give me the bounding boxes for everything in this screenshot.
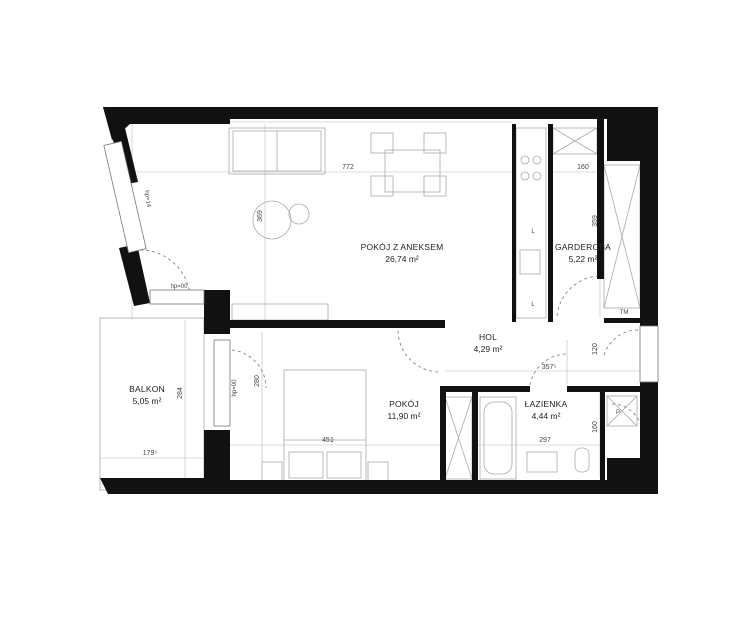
room-area-garderoba: 5,22 m²: [569, 254, 598, 264]
room-name-lazienka: ŁAZIENKA: [525, 399, 568, 409]
dim-lazienka-width: 297: [539, 437, 551, 444]
room-name-living: POKÓJ Z ANEKSEM: [361, 242, 444, 252]
room-area-living: 26,74 m²: [385, 254, 419, 264]
kitchen-label-1: L: [531, 229, 535, 235]
dim-garderoba-width: 160: [577, 164, 589, 171]
sill-labels: hp=14 hp=00 hp=00: [143, 190, 238, 396]
dim-garderoba-depth: 359: [592, 215, 599, 227]
room-area-pokoj: 11,90 m²: [388, 411, 421, 421]
walls[interactable]: [100, 107, 659, 494]
doors: [139, 249, 643, 433]
room-area-lazienka: 4,44 m²: [532, 411, 561, 421]
sill-living-lower: hp=00: [171, 284, 189, 290]
sill-pokoj-left: hp=00: [232, 379, 238, 397]
dim-pokoj-height: 280: [254, 375, 261, 387]
kitchen-label-2: L: [531, 302, 535, 308]
dim-lazienka-height: 160: [592, 421, 599, 433]
room-labels: POKÓJ Z ANEKSEM 26,74 m² GARDEROBA 5,22 …: [129, 242, 611, 421]
dim-balkon-height: 284: [177, 387, 184, 399]
room-name-balkon: BALKON: [129, 384, 165, 394]
tm-label: TM: [620, 310, 629, 316]
room-name-pokoj: POKÓJ: [389, 399, 419, 409]
room-area-hol: 4,29 m²: [474, 344, 503, 354]
dim-hol-width: 357⁵: [542, 364, 557, 371]
dimension-labels: 772 160 369 359 357⁵ 120 284 179⁵ 280 45…: [143, 164, 599, 457]
room-area-balkon: 5,05 m²: [133, 396, 162, 406]
furniture: [99, 127, 641, 491]
misc-labels: TM L L P: [531, 229, 628, 416]
lazienka-p-label: P: [616, 410, 620, 416]
dim-hol-height: 120: [592, 343, 599, 355]
room-name-hol: HOL: [479, 332, 497, 342]
room-name-garderoba: GARDEROBA: [555, 242, 611, 252]
dim-living-width: 772: [342, 164, 354, 171]
dim-living-table: 369: [257, 210, 264, 222]
sill-living-left: hp=14: [143, 190, 151, 208]
dim-pokoj-width: 451: [322, 437, 334, 444]
dim-balkon-width: 179⁵: [143, 450, 158, 457]
